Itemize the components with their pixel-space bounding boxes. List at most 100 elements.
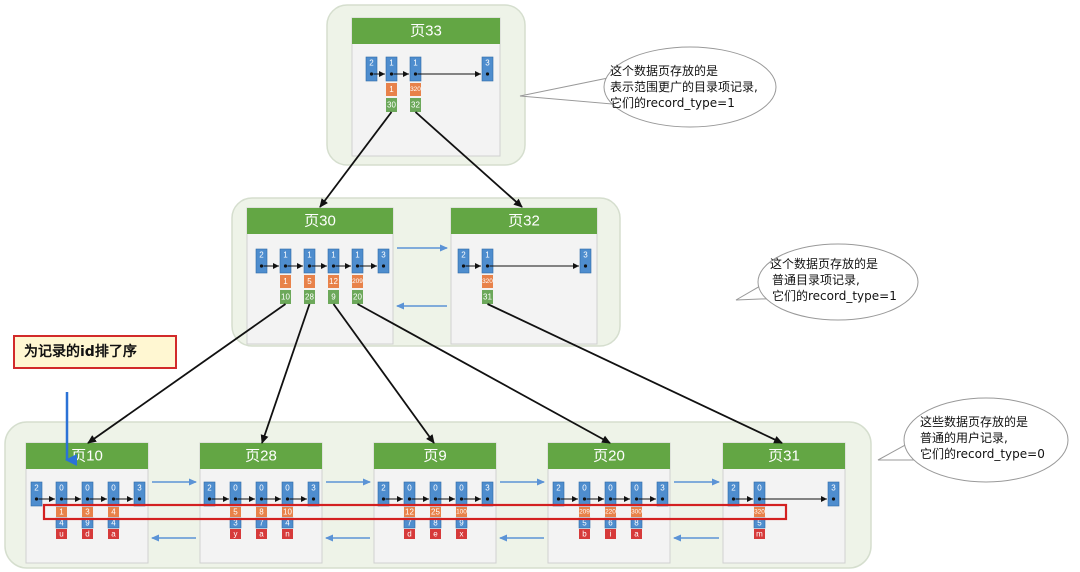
next-pointer-dot <box>85 497 90 501</box>
field-a-value: 220 <box>605 509 616 516</box>
next-pointer-dot <box>369 72 374 76</box>
page-no-cell <box>482 290 493 304</box>
next-pointer-dot <box>355 264 360 268</box>
edge-p30-p28 <box>260 303 311 444</box>
record-type: 0 <box>407 484 412 493</box>
key-cell <box>328 275 339 288</box>
field-c-cell <box>605 529 616 539</box>
next-pointer-dot <box>660 497 665 501</box>
page-header <box>352 18 500 44</box>
record: 2 <box>203 481 216 507</box>
callout-leaf-line2: 普通的用户记录, <box>920 430 1008 445</box>
record-type: 0 <box>59 484 64 493</box>
record: 3 <box>481 481 494 507</box>
tree-edges <box>87 111 783 444</box>
next-pointer-dot <box>485 72 490 76</box>
record-type: 3 <box>583 251 588 260</box>
next-pointer-dot <box>608 497 613 501</box>
record-type: 2 <box>259 251 264 260</box>
record-type: 0 <box>433 484 438 493</box>
page-no-cell <box>328 290 339 304</box>
page-title: 页30 <box>304 213 336 230</box>
record-type: 0 <box>233 484 238 493</box>
callout-middle-bubble <box>757 243 919 321</box>
callout-top-line1: 这个数据页存放的是 <box>610 63 718 78</box>
page-header <box>451 208 597 234</box>
field-a-value: 25 <box>431 508 440 517</box>
page-header <box>723 443 845 469</box>
edge-p30-p9 <box>332 303 435 444</box>
key-value: 5 <box>307 277 312 286</box>
next-pointer-dot <box>207 497 212 501</box>
page-no-cell <box>304 290 315 304</box>
page-header <box>374 443 496 469</box>
page-no-cell <box>386 98 397 112</box>
field-b-value: 5 <box>757 519 762 528</box>
next-pointer-dot <box>259 264 264 268</box>
field-a-cell <box>82 507 93 517</box>
record-type: 0 <box>259 484 264 493</box>
field-a-cell <box>579 507 590 517</box>
field-c-cell <box>579 529 590 539</box>
record-type: 3 <box>660 484 665 493</box>
field-a-cell <box>430 507 441 517</box>
field-a-cell <box>605 507 616 517</box>
page-header <box>200 443 322 469</box>
record-type: 1 <box>307 251 312 260</box>
record-type: 2 <box>461 251 466 260</box>
field-c-value: a <box>259 530 264 539</box>
field-c-cell <box>230 529 241 539</box>
record-header <box>365 56 378 82</box>
next-pointer-dot <box>307 264 312 268</box>
next-pointer-dot <box>285 497 290 501</box>
field-a-cell <box>456 507 467 517</box>
next-pointer-dot <box>381 264 386 268</box>
next-pointer-dot <box>757 497 762 501</box>
record-type: 2 <box>381 484 386 493</box>
next-pointer-dot <box>634 497 639 501</box>
field-a-value: 209 <box>579 509 590 516</box>
next-pointer-dot <box>485 497 490 501</box>
record-header <box>30 481 43 507</box>
record-type: 1 <box>355 251 360 260</box>
key-cell <box>304 275 315 288</box>
field-a-cell <box>256 507 267 517</box>
field-c-cell <box>256 529 267 539</box>
record: 2 <box>377 481 390 507</box>
record-header <box>457 248 470 274</box>
page-no-value: 9 <box>331 293 336 302</box>
field-c-cell <box>108 529 119 539</box>
field-a-value: 8 <box>259 508 264 517</box>
field-b-value: 8 <box>433 519 438 528</box>
next-pointer-dot <box>582 497 587 501</box>
field-c-cell <box>404 529 415 539</box>
record-type: 2 <box>731 484 736 493</box>
edge-p30-p10 <box>87 303 287 444</box>
record-header <box>409 56 422 82</box>
field-b-value: 7 <box>407 519 412 528</box>
field-a-value: 3 <box>85 508 90 517</box>
edge-p30-p20 <box>357 303 611 444</box>
record-header <box>303 248 316 274</box>
next-pointer-dot <box>407 497 412 501</box>
callout-leaf: 这些数据页存放的是 普通的用户记录, 它们的record_type=0 <box>877 397 1069 483</box>
record-type: 3 <box>311 484 316 493</box>
callout-leaf-bubble <box>903 397 1069 483</box>
field-c-value: d <box>407 530 411 539</box>
record: 3 <box>307 481 320 507</box>
record-type: 0 <box>459 484 464 493</box>
callout-top-line2: 表示范围更广的目录项记录, <box>610 79 758 94</box>
record-type: 3 <box>485 484 490 493</box>
field-a-value: 5 <box>233 508 238 517</box>
field-a-value: 10 <box>283 508 292 517</box>
field-c-value: n <box>285 530 289 539</box>
